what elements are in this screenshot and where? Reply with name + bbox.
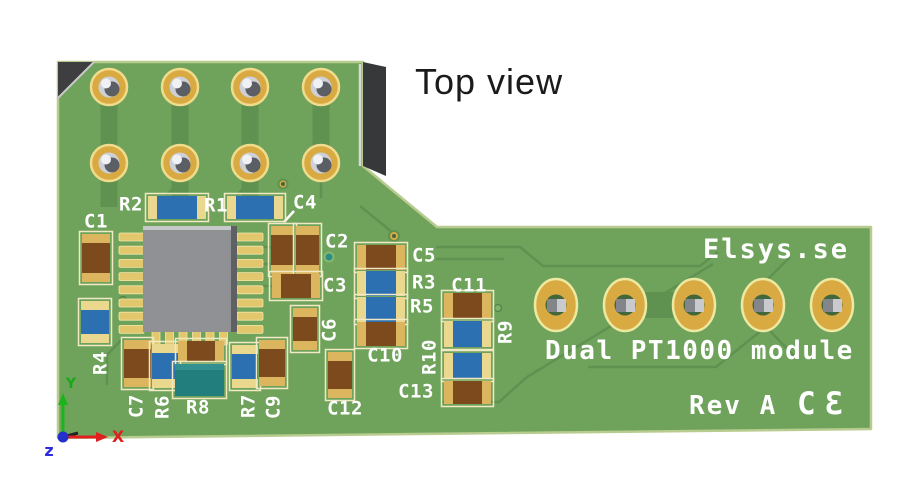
silkscreen-brand: Elsys.se xyxy=(703,234,850,265)
refdes-label-c11: C11 xyxy=(451,274,487,297)
z-axis-dot xyxy=(57,431,69,443)
vias xyxy=(118,178,503,313)
refdes-label-r4: R4 xyxy=(89,351,112,375)
refdes-label-r2: R2 xyxy=(119,193,143,216)
silkscreen-revision: Rev A xyxy=(689,391,778,421)
component-r10 xyxy=(440,349,495,383)
refdes-label-r9: R9 xyxy=(494,320,517,344)
component-r9 xyxy=(440,317,495,351)
ic-chip xyxy=(118,226,264,346)
refdes-label-c12: C12 xyxy=(327,397,363,420)
refdes-label-c6: C6 xyxy=(318,318,341,342)
component-r8 xyxy=(171,360,228,400)
component-r6 xyxy=(148,340,182,392)
solder-pad xyxy=(740,277,786,333)
component-c6 xyxy=(289,304,321,354)
corner-chamfer-edge xyxy=(57,61,95,99)
refdes-label-c4: C4 xyxy=(293,191,317,214)
mounting-hole xyxy=(230,67,270,107)
x-axis-arrowhead xyxy=(96,432,108,442)
component-c12 xyxy=(324,348,356,402)
refdes-label-c3: C3 xyxy=(323,274,347,297)
component-unlabeled-cap xyxy=(174,337,228,366)
component-c1 xyxy=(78,230,114,286)
component-c13 xyxy=(440,377,495,408)
refdes-label-r3: R3 xyxy=(412,271,436,294)
mounting-hole xyxy=(301,143,341,183)
board-side-shadow xyxy=(363,62,386,176)
component-c10 xyxy=(353,318,409,350)
view-title: Top view xyxy=(415,61,564,102)
component-c9 xyxy=(255,336,289,390)
refdes-label-c5: C5 xyxy=(412,244,436,267)
refdes-label-c9: C9 xyxy=(262,395,285,419)
solder-pad xyxy=(602,277,648,333)
solder-pad xyxy=(671,277,717,333)
axis-z-label: z xyxy=(44,441,54,460)
refdes-label-r10: R10 xyxy=(418,339,441,375)
component-r1 xyxy=(223,192,287,223)
component-c2 xyxy=(292,222,323,278)
component-c11 xyxy=(440,289,495,323)
mounting-hole xyxy=(160,67,200,107)
mounting-hole xyxy=(301,67,341,107)
refdes-label-r5: R5 xyxy=(410,295,434,318)
silkscreen-module-name: Dual PT1000 module xyxy=(545,336,854,366)
refdes-label-r1: R1 xyxy=(204,194,228,217)
solder-pad xyxy=(809,277,855,333)
component-c4 xyxy=(267,222,298,278)
refdes-label-c7: C7 xyxy=(125,394,148,418)
refdes-label-r7: R7 xyxy=(237,394,260,418)
component-c7 xyxy=(120,336,155,391)
component-r3 xyxy=(353,267,409,300)
mounting-hole xyxy=(230,143,270,183)
component-r7 xyxy=(228,341,262,392)
ce-mark: CƐ xyxy=(797,386,853,422)
mounting-hole xyxy=(160,143,200,183)
component-r2 xyxy=(144,192,210,223)
solder-pad xyxy=(533,277,579,333)
component-r5 xyxy=(353,293,409,326)
refdes-label-r6: R6 xyxy=(151,395,174,419)
axis-x-label: X xyxy=(111,427,125,446)
axis-triad xyxy=(57,393,108,443)
refdes-label-c2: C2 xyxy=(325,230,349,253)
refdes-label-r8: R8 xyxy=(186,396,210,419)
refdes-label-c10: C10 xyxy=(367,344,403,367)
mounting-hole xyxy=(89,143,129,183)
y-axis-arrowhead xyxy=(58,393,68,405)
axis-y-label: Y xyxy=(65,376,77,392)
component-c5 xyxy=(353,241,409,274)
component-c3 xyxy=(268,270,324,302)
refdes-label-c13: C13 xyxy=(398,380,434,403)
mounting-hole xyxy=(89,67,129,107)
refdes-label-c1: C1 xyxy=(84,210,108,233)
component-r4 xyxy=(77,297,113,347)
